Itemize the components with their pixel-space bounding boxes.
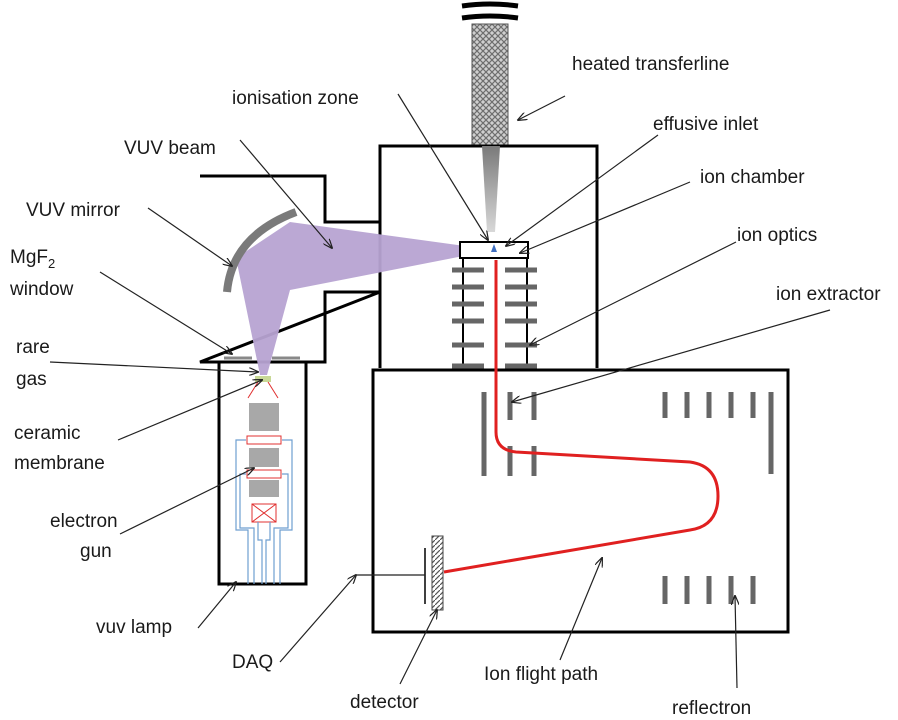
- ion-extractor: [481, 392, 537, 476]
- ion-optics: [452, 258, 537, 369]
- vuv-beam: [236, 222, 494, 375]
- electron-gun: [246, 381, 282, 523]
- label-mgf2-window-line1: MgF2: [10, 247, 55, 271]
- label-electron-gun-line1: electron: [50, 511, 118, 532]
- label-ion-flight-path: Ion flight path: [484, 664, 598, 685]
- label-ion-optics: ion optics: [737, 225, 817, 246]
- label-effusive-inlet: effusive inlet: [653, 114, 759, 135]
- label-ion-chamber: ion chamber: [700, 167, 805, 188]
- label-ionisation-zone: ionisation zone: [232, 88, 359, 109]
- label-vuv-mirror: VUV mirror: [26, 200, 121, 221]
- label-reflectron: reflectron: [672, 698, 751, 719]
- leader-lines: [49, 93, 831, 689]
- tof-flight-tube: [371, 368, 790, 634]
- label-daq: DAQ: [232, 652, 273, 673]
- label-ion-extractor: ion extractor: [776, 284, 881, 305]
- ion-flight-path: [443, 260, 720, 574]
- label-vuv-lamp: vuv lamp: [96, 617, 172, 638]
- label-ceramic-membrane-line1: ceramic: [14, 423, 81, 444]
- label-vuv-beam: VUV beam: [124, 138, 216, 159]
- label-electron-gun-line2: gun: [80, 541, 112, 562]
- label-mgf2-window-line2: window: [9, 279, 74, 300]
- detector: [431, 535, 444, 611]
- label-detector: detector: [350, 692, 419, 713]
- mgf2-subscript: 2: [48, 256, 55, 271]
- vuv-mirror: [223, 208, 298, 293]
- transferline-cone: [482, 146, 500, 232]
- mgf2-main: MgF: [10, 247, 48, 268]
- label-ceramic-membrane-line2: membrane: [14, 453, 105, 474]
- effusive-inlet: [491, 244, 497, 252]
- heated-transferline: [461, 1, 519, 147]
- label-rare-gas-line2: gas: [16, 369, 47, 390]
- label-heated-transferline: heated transferline: [572, 54, 729, 75]
- label-rare-gas-line1: rare: [16, 337, 50, 358]
- rare-gas-cell: [255, 376, 271, 382]
